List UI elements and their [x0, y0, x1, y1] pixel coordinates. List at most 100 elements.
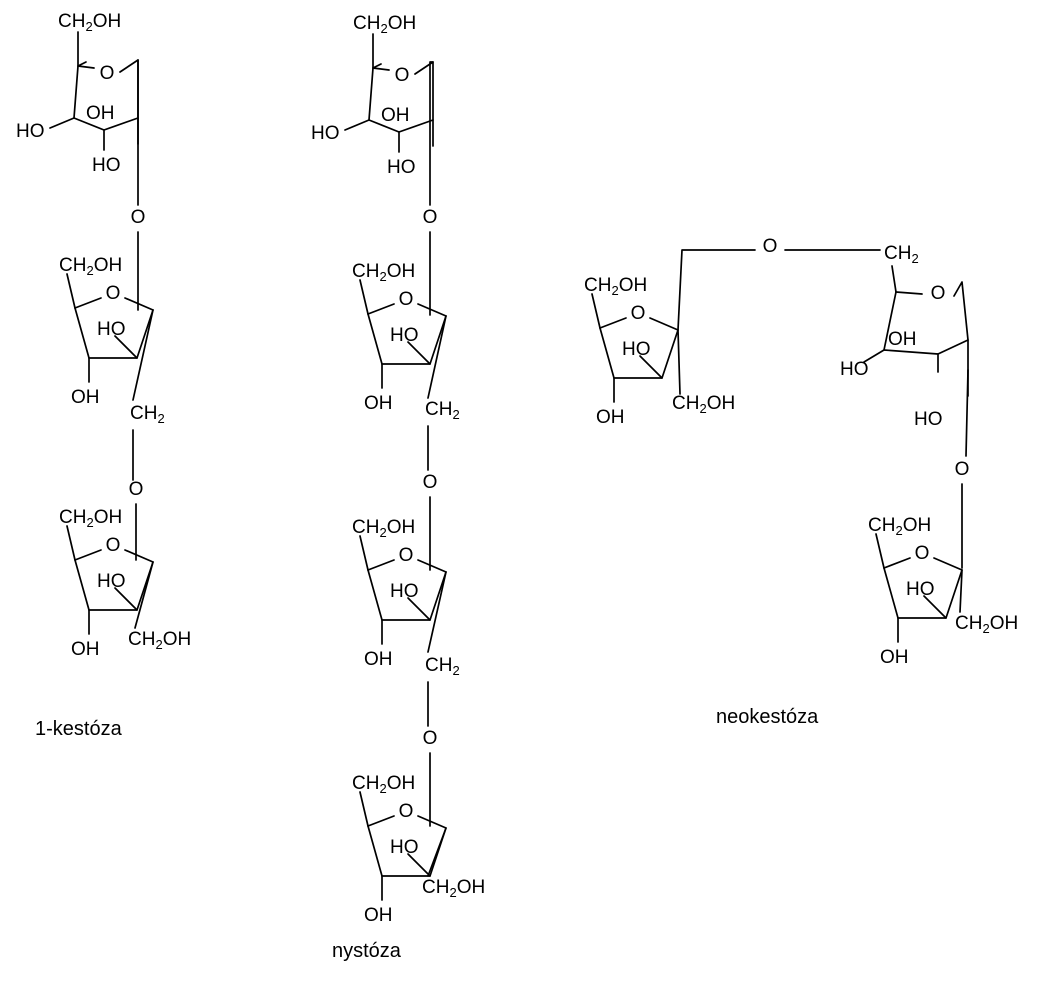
bond — [73, 59, 139, 131]
label-o: O — [131, 207, 146, 228]
bond — [599, 317, 627, 329]
bond — [427, 571, 447, 653]
label-oh: OH — [71, 387, 100, 408]
label-oh: OH — [888, 329, 917, 350]
bond — [134, 561, 154, 629]
caption-neokestose: neokestóza — [716, 706, 819, 728]
label-ho: HO — [390, 325, 419, 346]
label-o: O — [106, 535, 121, 556]
atom-labels: OCH2OHHOOHHOOOCH2OHOHHOCH2OOCH2OHOHHOCH2… — [16, 11, 1018, 926]
bond — [883, 557, 911, 569]
label-ho: HO — [906, 579, 935, 600]
label-o: O — [631, 303, 646, 324]
bond — [74, 549, 102, 561]
caption-nystose: nystóza — [332, 940, 401, 962]
label-ho: HO — [840, 359, 869, 380]
label-ch2oh: CH2OH — [352, 773, 415, 796]
label-ho: HO — [914, 409, 943, 430]
bond — [895, 291, 923, 295]
bond — [591, 293, 601, 329]
label-o: O — [395, 65, 410, 86]
bond — [372, 63, 390, 71]
bond — [367, 815, 395, 827]
label-ch2oh: CH2OH — [584, 275, 647, 298]
label-ho: HO — [16, 121, 45, 142]
bond — [427, 315, 447, 399]
bond — [923, 595, 947, 619]
label-o: O — [399, 289, 414, 310]
label-o: O — [399, 801, 414, 822]
label-ch2oh: CH2OH — [128, 629, 191, 652]
label-ch2oh: CH2OH — [955, 613, 1018, 636]
bond — [114, 335, 138, 359]
bond — [114, 587, 138, 611]
label-oh: OH — [86, 103, 115, 124]
label-ch2oh: CH2OH — [868, 515, 931, 538]
bond — [883, 281, 969, 355]
label-o: O — [955, 459, 970, 480]
bond — [863, 349, 885, 363]
label-ch2oh: CH2OH — [352, 517, 415, 540]
label-o: O — [423, 207, 438, 228]
label-oh: OH — [596, 407, 625, 428]
bond-lines — [49, 31, 969, 901]
label-ch2oh: CH2OH — [352, 261, 415, 284]
bond — [359, 279, 369, 315]
bond — [66, 273, 76, 309]
bond — [367, 303, 395, 315]
bond — [367, 559, 395, 571]
bond — [677, 249, 756, 331]
label-ch2oh: CH2OH — [59, 255, 122, 278]
bond — [407, 341, 431, 365]
bond — [74, 297, 102, 309]
label-ch2oh: CH2OH — [672, 393, 735, 416]
bond — [407, 597, 431, 621]
label-o: O — [399, 545, 414, 566]
label-oh: OH — [364, 905, 393, 926]
label-oh: OH — [364, 649, 393, 670]
bond — [77, 61, 95, 69]
label-o: O — [129, 479, 144, 500]
bond — [359, 791, 369, 827]
bond — [891, 265, 897, 293]
label-oh: OH — [364, 393, 393, 414]
bond — [49, 117, 75, 129]
label-ho: HO — [92, 155, 121, 176]
label-ch2: CH2 — [884, 243, 919, 266]
label-ch2: CH2 — [425, 655, 460, 678]
label-o: O — [423, 472, 438, 493]
label-o: O — [100, 63, 115, 84]
label-o: O — [931, 283, 946, 304]
bond — [875, 533, 885, 569]
bond — [677, 329, 681, 395]
label-ch2: CH2 — [130, 403, 165, 426]
bond — [965, 369, 969, 457]
label-ch2oh: CH2OH — [422, 877, 485, 900]
label-ho: HO — [311, 123, 340, 144]
label-ch2: CH2 — [425, 399, 460, 422]
label-o: O — [106, 283, 121, 304]
label-ho: HO — [97, 319, 126, 340]
label-o: O — [763, 236, 778, 257]
label-o: O — [915, 543, 930, 564]
label-oh: OH — [71, 639, 100, 660]
label-o: O — [423, 728, 438, 749]
label-ch2oh: CH2OH — [58, 11, 121, 34]
bond — [66, 525, 76, 561]
label-ho: HO — [622, 339, 651, 360]
label-ho: HO — [390, 581, 419, 602]
bond — [429, 61, 434, 206]
label-ho: HO — [97, 571, 126, 592]
bond — [639, 355, 663, 379]
bond — [427, 827, 447, 877]
label-oh: OH — [880, 647, 909, 668]
bond — [132, 309, 154, 401]
label-ch2oh: CH2OH — [59, 507, 122, 530]
bond — [359, 535, 369, 571]
bond — [959, 569, 963, 613]
caption-1-kestose: 1-kestóza — [35, 718, 122, 740]
label-oh: OH — [381, 105, 410, 126]
label-ch2oh: CH2OH — [353, 13, 416, 36]
